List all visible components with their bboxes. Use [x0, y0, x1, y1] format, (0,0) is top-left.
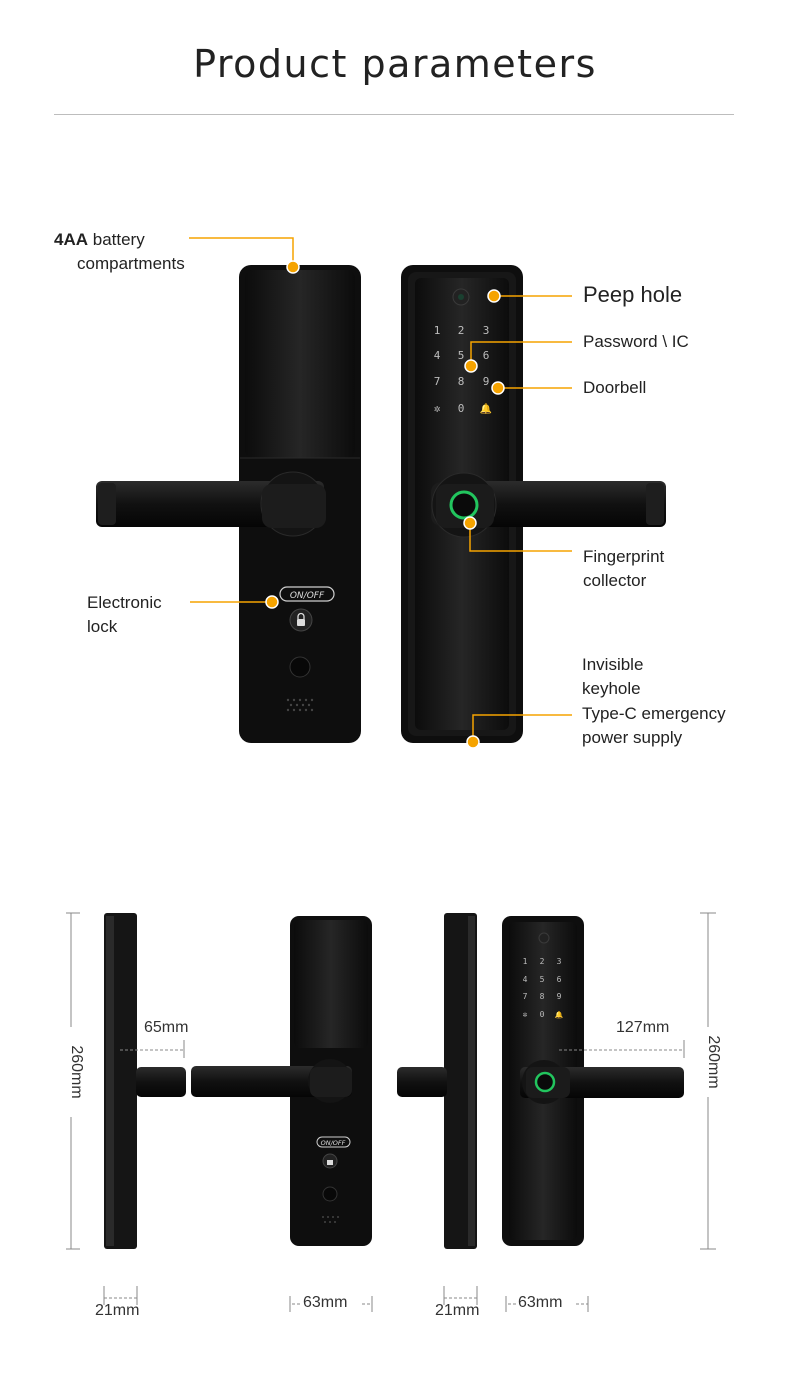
svg-text:0: 0	[540, 1010, 545, 1019]
svg-text:4: 4	[523, 975, 528, 984]
svg-text:8: 8	[458, 375, 465, 388]
svg-text:6: 6	[557, 975, 562, 984]
dim-handle-front: 127mm	[616, 1019, 670, 1036]
battery-label: 4AA battery	[54, 230, 145, 249]
svg-text:4: 4	[434, 349, 441, 362]
dim-height-right: 260mm	[705, 1035, 722, 1088]
svg-text:1: 1	[434, 324, 441, 337]
keypad-top: 1 2 3 4 5 6 7 8 9 ✲ 0 🔔	[434, 324, 493, 415]
svg-text:9: 9	[483, 375, 490, 388]
svg-text:🔔: 🔔	[555, 1010, 564, 1019]
typec-label: Type-C emergency	[582, 704, 726, 723]
svg-text:5: 5	[540, 975, 545, 984]
svg-text:3: 3	[483, 324, 490, 337]
dim-height-left: 260mm	[68, 1045, 85, 1098]
battery-cover	[245, 270, 355, 458]
title-divider	[54, 114, 734, 115]
back-lock-view: ON/OFF	[96, 265, 361, 743]
svg-text:2: 2	[540, 957, 545, 966]
dim-depth-right: 21mm	[435, 1302, 480, 1319]
dim-width-back: 63mm	[303, 1294, 348, 1311]
svg-text:✲: ✲	[523, 1010, 528, 1019]
side-view-right	[397, 913, 477, 1249]
callout-lines	[189, 237, 572, 742]
doorbell-label: Doorbell	[583, 378, 647, 397]
battery-label-line2: compartments	[77, 254, 185, 273]
fingerprint-sensor-small	[534, 1071, 556, 1093]
fingerprint-sensor	[449, 490, 479, 520]
dim-handle-back: 65mm	[144, 1019, 189, 1036]
peep-hole-label: Peep hole	[583, 282, 683, 307]
back-lock-small: ON/OFF	[191, 916, 372, 1246]
invisible-keyhole-label-line2: keyhole	[582, 679, 641, 698]
page-title: Product parameters	[193, 42, 597, 86]
svg-text:🔔: 🔔	[480, 403, 492, 415]
callout-dots	[265, 260, 505, 749]
side-view-left	[104, 913, 186, 1249]
svg-text:5: 5	[458, 349, 465, 362]
dimension-lines	[66, 912, 716, 1312]
svg-text:9: 9	[557, 992, 562, 1001]
onoff-text: ON/OFF	[290, 591, 325, 601]
svg-text:8: 8	[540, 992, 545, 1001]
electronic-lock-label: Electronic	[87, 593, 162, 612]
electronic-lock-label-line2: lock	[87, 617, 118, 636]
svg-text:1: 1	[523, 957, 528, 966]
keypad-small: 1 2 3 4 5 6 7 8 9 ✲ 0 🔔	[523, 957, 564, 1019]
onoff-badge	[279, 586, 335, 602]
svg-text:7: 7	[523, 992, 528, 1001]
invisible-keyhole-label: Invisible	[582, 655, 644, 674]
fingerprint-label: Fingerprint	[583, 547, 665, 566]
back-keyhole	[289, 656, 311, 678]
svg-text:0: 0	[458, 402, 465, 415]
svg-text:✲: ✲	[434, 402, 441, 415]
typec-label-line2: power supply	[582, 728, 683, 747]
front-handle	[470, 481, 666, 527]
front-lock-small	[502, 916, 684, 1246]
svg-text:3: 3	[557, 957, 562, 966]
onoff-text-small: ON/OFF	[321, 1139, 346, 1147]
dim-width-front: 63mm	[518, 1294, 563, 1311]
svg-text:6: 6	[483, 349, 490, 362]
dim-depth-left: 21mm	[95, 1302, 140, 1319]
svg-text:7: 7	[434, 375, 441, 388]
fingerprint-label-line2: collector	[583, 571, 647, 590]
password-label: Password \ IC	[583, 332, 689, 351]
svg-text:2: 2	[458, 324, 465, 337]
speaker-grille	[286, 698, 314, 712]
